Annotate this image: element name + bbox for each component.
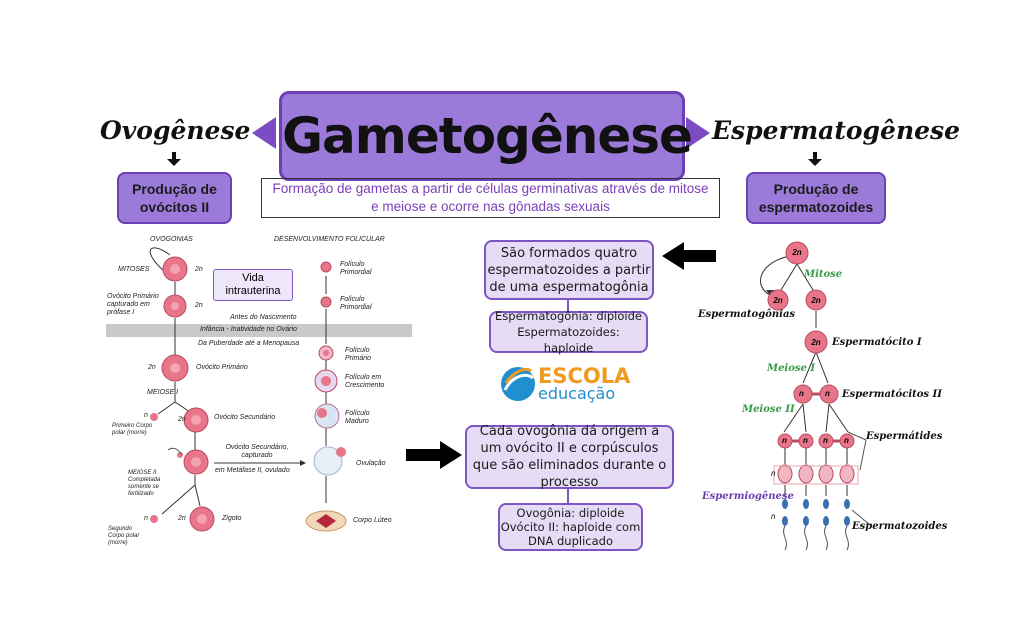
label-2n: 2n [195,266,203,273]
heading-espermatogenese: Espermatogênese [712,116,961,145]
label-n: n [144,515,148,522]
sperm-ploidy-2: Espermatozoides: haploide [517,325,620,355]
main-title-box: Gametogênese [279,91,693,181]
label-puberdade: Da Puberdade até a Menopausa [198,340,300,347]
ovo-summary-text: Cada ovogônia dá origem a um ovócito II … [472,424,667,490]
definition-box: Formação de gametas a partir de células … [261,178,720,218]
label-meiose-1: Meiose I [767,363,816,374]
logo-text: ESCOLA educação [538,366,648,402]
col-ovogonias: OVOGONIAS [150,236,193,243]
label-meiose-1: MEIOSE I [147,389,179,396]
label-folicula-4: Folículo em Crescimento [345,374,385,389]
arrow-down-icon [808,152,822,166]
label-ovocito-primario: Ovócito Primário [196,364,248,371]
label-espermiogenese: Espermiogênese [702,491,794,502]
cell-label-n: n [782,436,787,445]
row-label-n: n [771,512,776,521]
ovo-summary-box: Cada ovogônia dá origem a um ovócito II … [465,424,674,490]
label-espermatogonias: Espermatogônias [698,309,796,320]
label-sec-capturado-2: em Metáfase II, ovulado [215,467,290,474]
label-corpo-luteo: Corpo Lúteo [353,517,392,524]
cell-label-2n: 2n [792,248,802,257]
label-2n: 2n [148,364,156,371]
label-n: n [144,412,148,419]
heading-ovogenese: Ovogênese [100,116,251,145]
cell-label-n: n [844,436,849,445]
cell-label-n: n [799,389,804,398]
arrow-down-icon [167,152,181,166]
label-mitose: Mitose [804,269,843,280]
label-folicula-5: Folículo Maduro [345,410,370,425]
logo-word-1: ESCOLA [538,364,631,388]
sperm-ploidy-box: Espermatogônia: diploide Espermatozoides… [489,309,648,355]
label-espermatocitos-2: Espermatócitos II [842,389,942,400]
cell-label-n: n [823,436,828,445]
label-espermatozoides: Espermatozoides [852,521,948,532]
row-label-n: n [771,469,776,478]
ovo-ploidy-2: Ovócito II: haploide com DNA duplicado [500,520,641,548]
label-mitoses: MITOSES [118,266,150,273]
label-folicula-2: Folículo Primordial [340,296,372,311]
big-arrow-right-icon [406,441,462,469]
label-espermatides: Espermátides [866,431,943,442]
label-zigoto: Zigoto [222,515,242,522]
sperm-summary-text: São formados quatro espermatozoides a pa… [487,245,651,295]
cell-label-n: n [825,389,830,398]
sperm-production-label: Produção de espermatozoides [758,181,874,215]
label-folicula-3: Folículo Primário [345,347,372,362]
vida-intrauterina-box: Vida intrauterina [213,269,293,301]
sperm-summary-box: São formados quatro espermatozoides a pa… [484,240,654,300]
label-sec-capturado-1: Ovócito Secundário, capturado [225,444,289,459]
label-2n: 2n [178,515,186,522]
vida-intrauterina-label: Vida intrauterina [225,272,281,297]
label-primario-capturado: Ovócito Primário capturado em prófase I [107,293,159,316]
col-desenvolvimento: DESENVOLVIMENTO FOLICULAR [274,236,385,243]
cell-label-n: n [803,436,808,445]
cell-label-2n: 2n [773,296,783,305]
sperm-ploidy-1: Espermatogônia: diploide [495,309,642,323]
arrow-right-icon [686,117,710,149]
label-meiose-2: MEIOSE II Completada somente se fertiliz… [128,470,161,497]
label-infancia: Infância - Inatividade no Ovário [200,326,297,333]
big-arrow-left-icon [662,242,716,270]
arrow-left-icon [252,117,276,149]
logo-word-2: educação [538,384,616,403]
ovo-ploidy-box: Ovogônia: diploide Ovócito II: haploide … [498,503,643,551]
logo-mark-icon [501,367,535,401]
cell-label-2n: 2n [811,338,821,347]
page-title: Gametogênese [282,107,693,165]
label-2n: 2n [178,416,186,423]
ovo-ploidy-1: Ovogônia: diploide [516,506,625,520]
ovo-production-box: Produção de ovócitos II [117,172,232,224]
ovogenesis-diagram [106,247,412,532]
label-meiose-2: Meiose II [742,404,795,415]
cell-label-2n: 2n [811,296,821,305]
label-espermatocito-1: Espermatócito I [832,337,922,348]
definition-text: Formação de gametas a partir de células … [272,181,709,214]
ovo-production-label: Produção de ovócitos II [132,181,217,215]
label-2n: 2n [195,302,203,309]
label-segundo-corpo: Segundo Corpo polar (morre) [108,526,140,546]
spermatogenesis-diagram [760,241,871,551]
label-ovulacao: Ovulação [356,460,386,467]
label-ovocito-secundario: Ovócito Secundário [214,414,276,421]
label-antes: Antes do Nascimento [230,314,297,321]
sperm-production-box: Produção de espermatozoides [746,172,886,224]
label-folicula-1: Folículo Primordial [340,261,372,276]
label-primeiro-corpo: Primeiro Corpo polar (morre) [112,423,153,436]
